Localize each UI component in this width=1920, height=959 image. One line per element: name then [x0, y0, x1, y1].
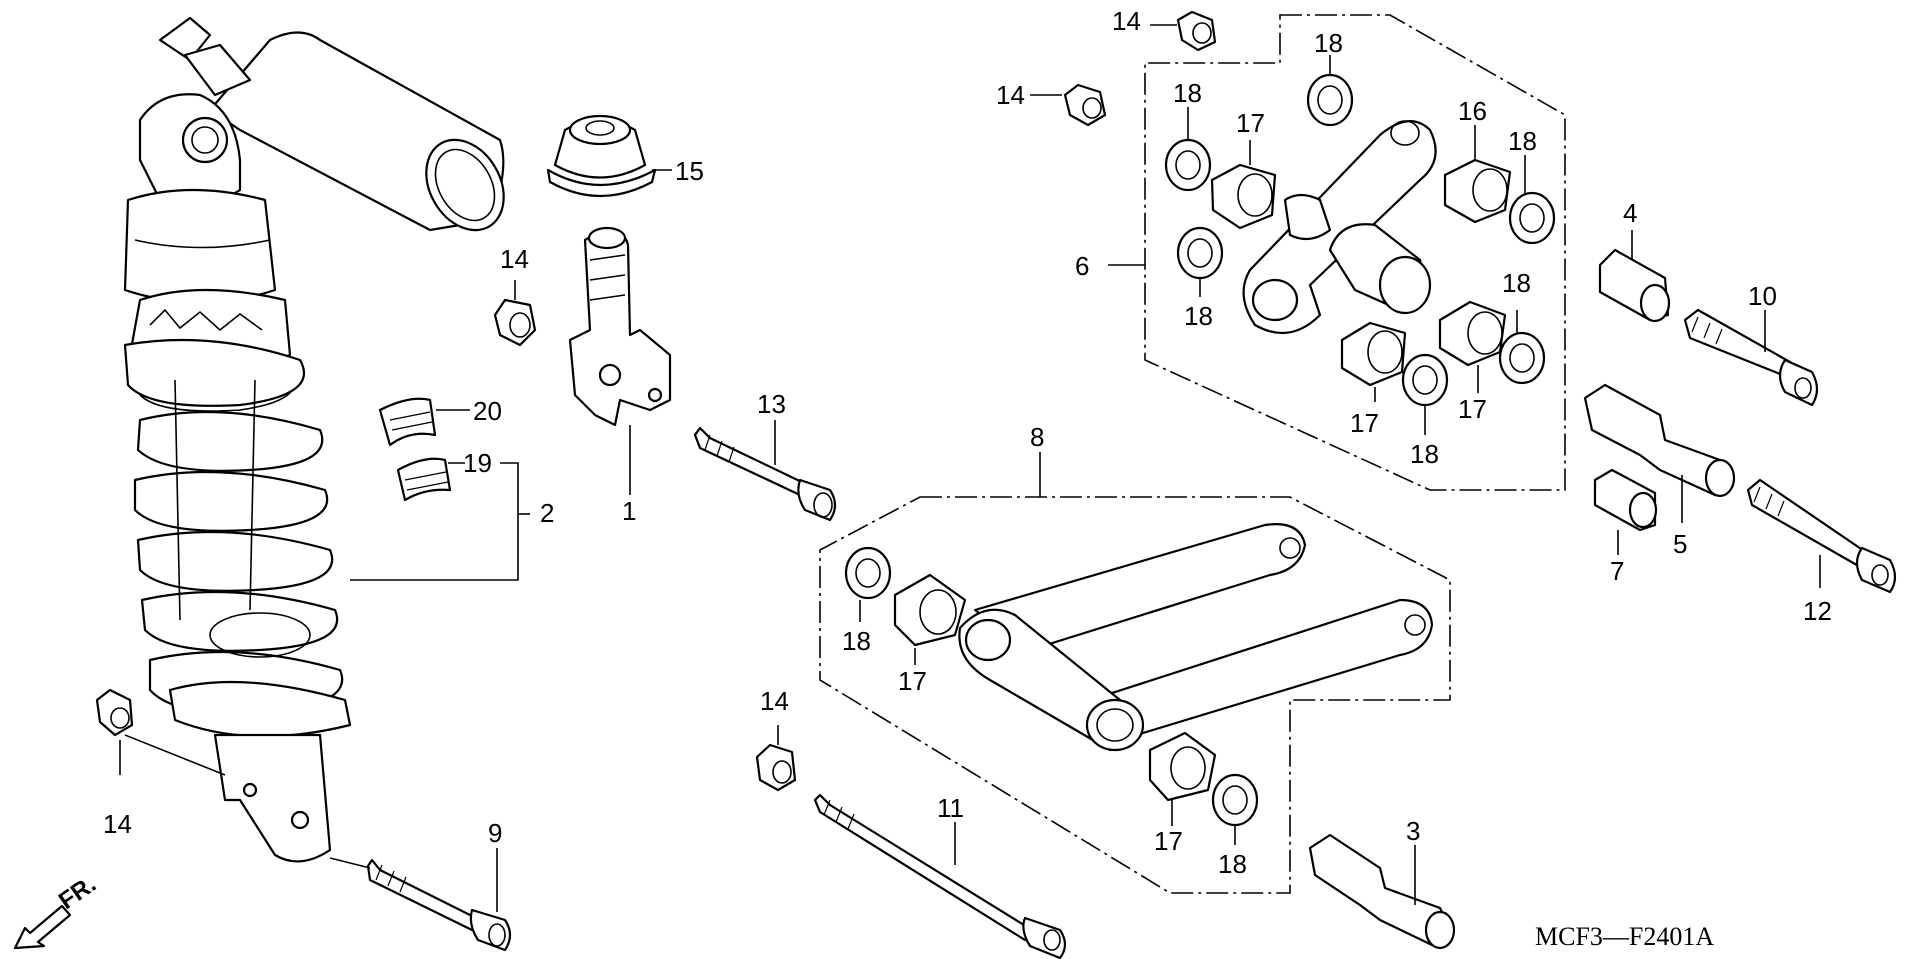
callout-18h: 18 [1218, 849, 1247, 879]
callout-16: 16 [1458, 96, 1487, 126]
arm-link-part-6[interactable] [1242, 120, 1437, 335]
callout-14b: 14 [103, 809, 132, 839]
nut-part-14-d[interactable] [1063, 83, 1107, 127]
callout-15: 15 [675, 156, 704, 186]
long-bolt-part-11[interactable] [813, 793, 1067, 959]
bearing-part-18-c[interactable] [1306, 73, 1354, 127]
collar-part-4[interactable] [1598, 248, 1671, 323]
bearing-part-18-f[interactable] [1508, 191, 1556, 245]
nut-part-14-b[interactable] [95, 688, 134, 737]
callout-2: 2 [540, 498, 554, 528]
callout-18e: 18 [1502, 268, 1531, 298]
collar-part-17-d[interactable] [1438, 300, 1507, 367]
shock-upper-mount-bolt-part-1[interactable] [568, 226, 672, 427]
rear-shock-absorber[interactable] [123, 16, 519, 863]
collar-part-17-c[interactable] [1210, 163, 1277, 230]
collar-part-17-a[interactable] [893, 573, 967, 647]
bearing-part-18-g[interactable] [1498, 331, 1546, 385]
callout-18b: 18 [1173, 78, 1202, 108]
callout-8: 8 [1030, 422, 1044, 452]
callout-19: 19 [463, 448, 492, 478]
callout-20: 20 [473, 396, 502, 426]
callout-17e: 17 [1154, 826, 1183, 856]
callout-17a: 17 [1236, 108, 1265, 138]
callout-14e: 14 [1112, 6, 1141, 36]
pad-part-20[interactable] [378, 397, 437, 447]
bearing-part-18-a[interactable] [844, 546, 892, 600]
callout-10: 10 [1748, 281, 1777, 311]
bearing-part-18-d[interactable] [1164, 138, 1212, 192]
callout-9: 9 [488, 818, 502, 848]
callout-13: 13 [757, 389, 786, 419]
bolt-part-9[interactable] [366, 858, 512, 952]
arm-assembly-group-boundary-part-6 [1144, 14, 1566, 491]
flange-nut-part-15[interactable] [546, 114, 657, 197]
callout-18d: 18 [1184, 301, 1213, 331]
callout-14d: 14 [996, 80, 1025, 110]
callout-18f: 18 [1410, 439, 1439, 469]
rod-assembly-group-boundary-part-8 [819, 496, 1451, 894]
diagram-code: MCF3—F2401A [1535, 922, 1714, 951]
pivot-shaft-part-5[interactable] [1583, 383, 1736, 498]
callout-17c: 17 [1458, 394, 1487, 424]
callout-5: 5 [1673, 529, 1687, 559]
nut-part-14-c[interactable] [755, 743, 797, 792]
pivot-shaft-part-3[interactable] [1308, 833, 1456, 950]
front-direction-arrow [13, 904, 72, 950]
callout-14a: 14 [500, 244, 529, 274]
callout-7: 7 [1610, 556, 1624, 586]
callout-17d: 17 [898, 666, 927, 696]
callout-17b: 17 [1350, 408, 1379, 438]
nut-part-14-e[interactable] [1176, 10, 1217, 52]
collar-part-17-e[interactable] [1340, 321, 1407, 387]
rod-assembly-part-8[interactable] [958, 523, 1434, 752]
bearing-part-18-h[interactable] [1401, 353, 1449, 407]
callout-1: 1 [622, 496, 636, 526]
bolt-part-13[interactable] [693, 426, 837, 522]
nut-part-14-a[interactable] [493, 298, 537, 347]
callout-18a: 18 [1314, 28, 1343, 58]
pad-part-19[interactable] [396, 457, 452, 502]
collar-part-16[interactable] [1443, 158, 1512, 224]
callout-4: 4 [1623, 198, 1637, 228]
callout-12: 12 [1803, 596, 1832, 626]
bolt-part-10[interactable] [1683, 308, 1819, 407]
callout-6: 6 [1075, 251, 1089, 281]
callout-18g: 18 [842, 626, 871, 656]
callout-18c: 18 [1508, 126, 1537, 156]
callout-11: 11 [937, 793, 964, 823]
bearing-part-18-b[interactable] [1211, 773, 1259, 827]
bolt-part-12[interactable] [1746, 478, 1897, 594]
collar-part-7[interactable] [1593, 468, 1658, 532]
bearing-part-18-e[interactable] [1176, 226, 1224, 280]
callout-14c: 14 [760, 686, 789, 716]
callout-3: 3 [1406, 816, 1420, 846]
collar-part-17-b[interactable] [1148, 731, 1217, 802]
